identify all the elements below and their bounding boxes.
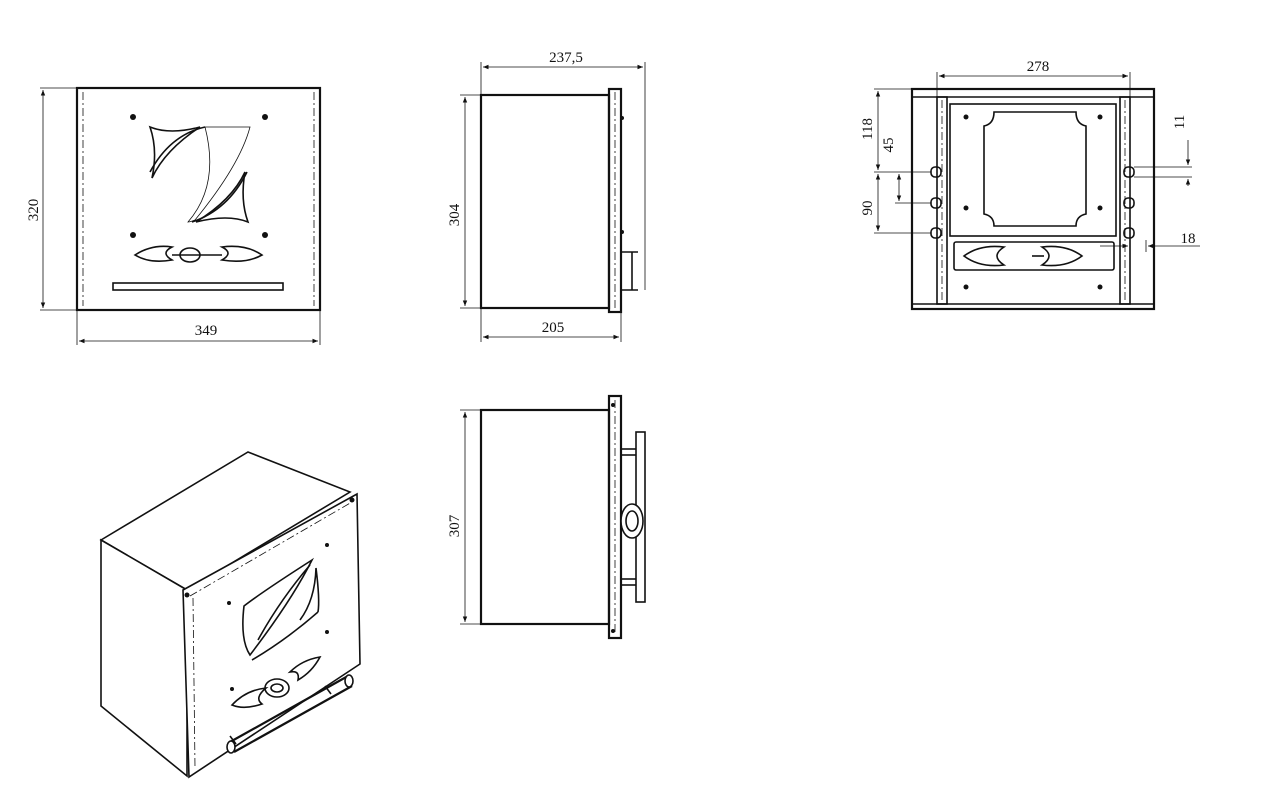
top-medallion	[620, 503, 644, 539]
bolt-icon	[262, 232, 268, 238]
rear-window	[983, 111, 1087, 227]
side-dimensions: 237,5 304 205	[447, 50, 646, 342]
dim-top-height: 307	[447, 514, 463, 537]
front-view	[75, 86, 322, 312]
side-view	[479, 87, 638, 314]
front-dimensions: 320 349	[26, 87, 321, 345]
dim-side-height: 304	[447, 203, 463, 226]
isometric-view	[99, 451, 361, 779]
iso-handle	[226, 674, 354, 754]
dim-rear-45: 45	[881, 138, 897, 153]
iso-arrow-ornament	[230, 655, 322, 709]
side-body-outline	[479, 93, 611, 310]
top-dimensions: 307	[447, 409, 481, 625]
dim-side-top-width: 237,5	[549, 50, 583, 66]
bolt-icon	[130, 232, 136, 238]
bolt-icon	[262, 114, 268, 120]
dim-rear-18: 18	[1181, 231, 1196, 247]
rear-dimensions: 278 118 45 90 11 18	[860, 59, 1200, 252]
dim-rear-118: 118	[860, 118, 876, 140]
iso-front-panel	[182, 492, 361, 779]
rear-view	[910, 87, 1156, 311]
dim-rear-90: 90	[860, 201, 876, 216]
dim-rear-width: 278	[1027, 59, 1050, 75]
leaf-ornament	[148, 125, 251, 224]
front-panel-outline	[75, 86, 322, 312]
arrow-ornament	[133, 245, 264, 263]
iso-leaf-ornament	[242, 557, 320, 661]
dim-rear-11: 11	[1172, 115, 1188, 129]
rear-inner-plate	[949, 103, 1117, 237]
top-view	[479, 394, 646, 640]
bolt-icon	[130, 114, 136, 120]
rear-outline	[910, 87, 1156, 311]
side-flange	[607, 87, 623, 314]
top-body-outline	[479, 408, 611, 626]
iso-side-face	[100, 538, 188, 778]
dim-front-width: 349	[195, 323, 218, 339]
dim-front-height: 320	[26, 199, 42, 222]
handle-bar	[112, 282, 284, 291]
dim-side-depth: 205	[542, 320, 565, 336]
rear-ornament-panel	[953, 241, 1115, 271]
